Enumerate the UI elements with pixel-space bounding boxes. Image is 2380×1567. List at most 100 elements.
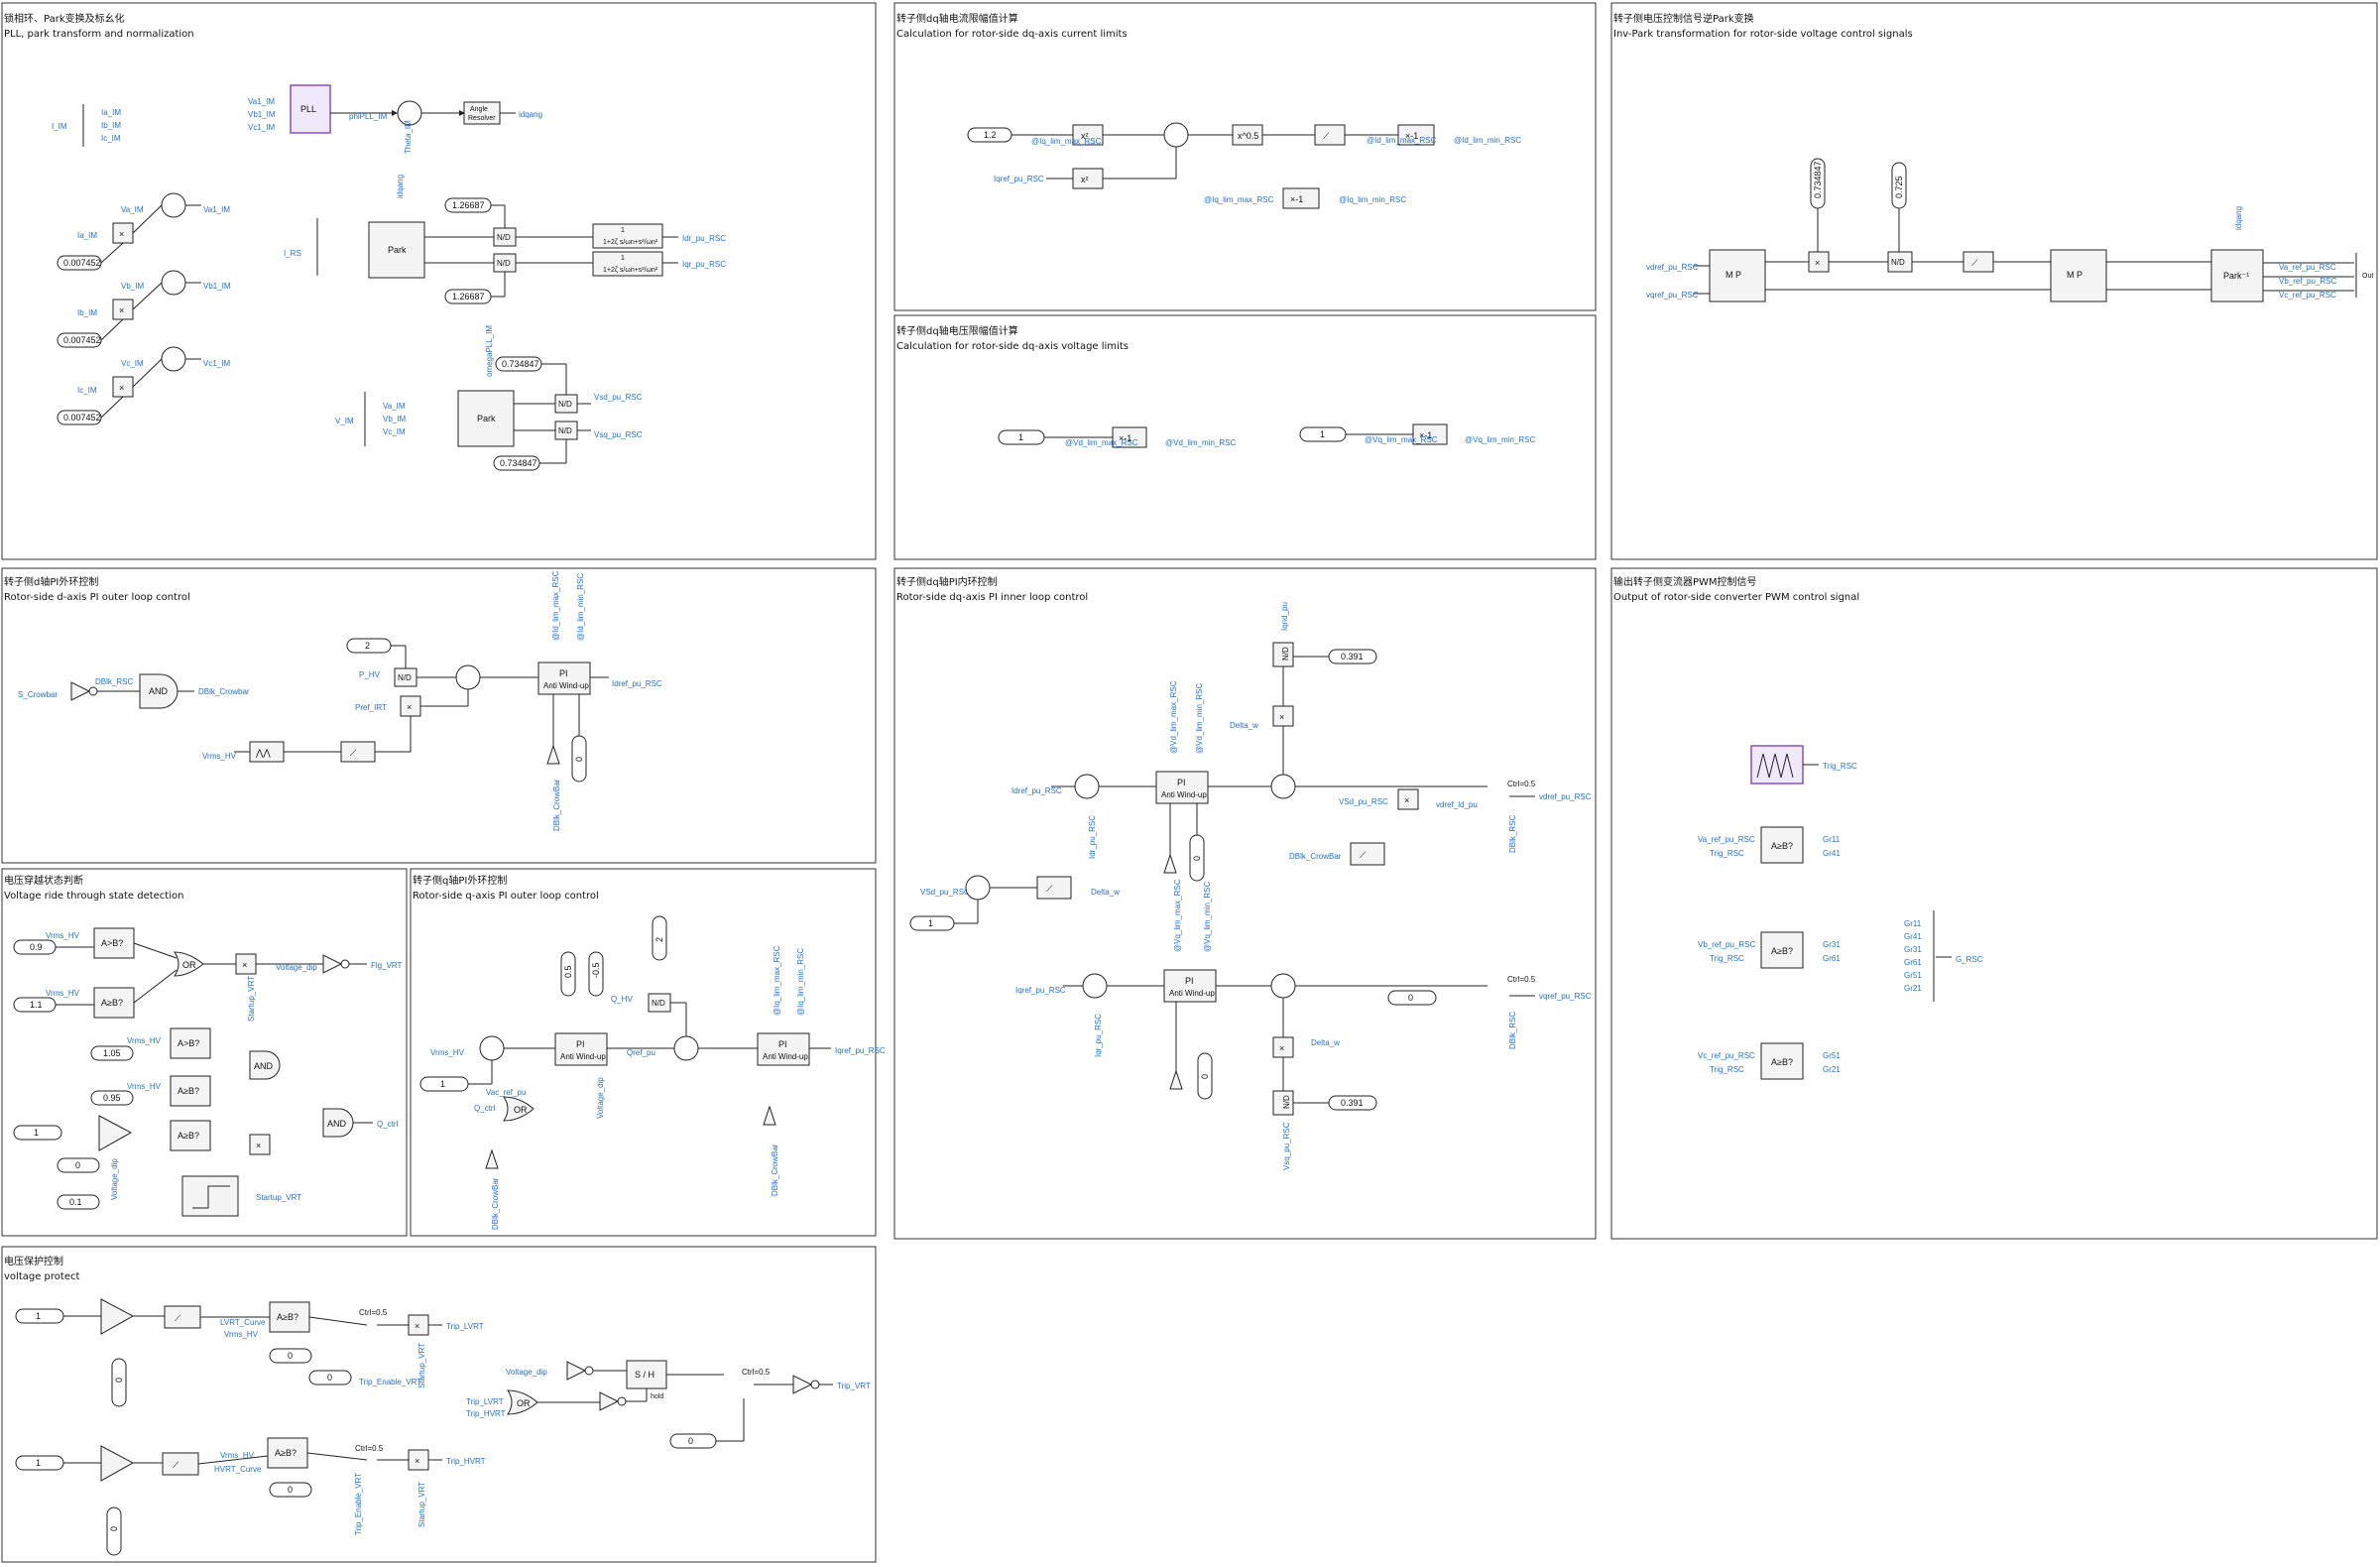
- svg-text:1.2: 1.2: [984, 130, 997, 140]
- panel-8-content: 0.9 1.1 A>B? A≥B? Vrms_HV Vrms_HV OR × S…: [13, 927, 403, 1217]
- svg-text:Pref_IRT: Pref_IRT: [355, 703, 387, 712]
- svg-text:@Iq_lim_min_RSC: @Iq_lim_min_RSC: [796, 948, 805, 1016]
- svg-text:A≥B?: A≥B?: [101, 998, 123, 1008]
- svg-text:Vc_IM: Vc_IM: [121, 359, 144, 368]
- svg-text:Trip_VRT: Trip_VRT: [837, 1382, 871, 1390]
- svg-text:Vb1_IM: Vb1_IM: [203, 282, 231, 291]
- sig-i-im: I_IM: [52, 122, 67, 131]
- svg-text:×: ×: [1279, 712, 1284, 722]
- svg-text:Gr31: Gr31: [1823, 940, 1841, 949]
- pi-q-outer[interactable]: [554, 1032, 608, 1066]
- svg-text:Anti Wind-up: Anti Wind-up: [543, 681, 589, 690]
- svg-text:S / H: S / H: [635, 1370, 654, 1380]
- svg-text:Ia_IM: Ia_IM: [101, 108, 121, 117]
- svg-text:PI: PI: [576, 1039, 585, 1049]
- svg-text:1: 1: [621, 255, 625, 262]
- svg-text:Gr51: Gr51: [1904, 971, 1922, 980]
- title-zh-6: 转子侧dq轴PI内环控制: [896, 575, 998, 588]
- svg-text:Vrms_HV: Vrms_HV: [46, 931, 80, 940]
- svg-text:idqang: idqang: [519, 110, 542, 119]
- svg-text:A≥B?: A≥B?: [178, 1086, 199, 1096]
- svg-text:Startup_VRT: Startup_VRT: [417, 1343, 426, 1388]
- svg-text:0: 0: [1408, 993, 1413, 1003]
- panel-inv-park: [1610, 2, 2378, 560]
- svg-text:Delta_w: Delta_w: [1091, 888, 1120, 897]
- svg-text:×: ×: [119, 383, 124, 393]
- svg-text:Resolver: Resolver: [468, 115, 496, 122]
- pi-q-iq[interactable]: [757, 1032, 810, 1066]
- svg-text:Iqr_pu_RSC: Iqr_pu_RSC: [682, 260, 726, 269]
- comparator-b: [1760, 931, 1804, 969]
- park-current[interactable]: [368, 221, 425, 279]
- svg-text:Trip_LVRT: Trip_LVRT: [446, 1322, 484, 1331]
- and-gate-dblk: [139, 673, 178, 709]
- title-en-7: Output of rotor-side converter PWM contr…: [1613, 592, 1859, 603]
- svg-text:LVRT_Curve: LVRT_Curve: [220, 1318, 266, 1327]
- svg-text:Iqnd_pu: Iqnd_pu: [1280, 602, 1289, 631]
- svg-text:vdref_ld_pu: vdref_ld_pu: [1436, 800, 1478, 809]
- svg-text:0.007452: 0.007452: [63, 335, 101, 345]
- svg-text:OR: OR: [182, 960, 196, 970]
- svg-text:1: 1: [1320, 429, 1325, 439]
- panel-titles: 锁相环、Park变换及标幺化 PLL, park transform and n…: [4, 12, 1913, 1282]
- title-en-3: Inv-Park transformation for rotor-side v…: [1613, 29, 1913, 40]
- svg-text:Gr21: Gr21: [1904, 984, 1922, 993]
- panel-q-axis-outer: [410, 868, 877, 1237]
- svg-text:Idref_pu_RSC: Idref_pu_RSC: [1012, 786, 1062, 795]
- svg-text:Qref_pu: Qref_pu: [627, 1048, 655, 1057]
- svg-text:@Vd_lim_max_RSC: @Vd_lim_max_RSC: [1065, 438, 1138, 447]
- panel-6-content: 0.391 N/D Iqnd_pu × Delta_w Idref_pu_RSC…: [909, 602, 1592, 1170]
- svg-text:N/D: N/D: [1891, 258, 1905, 267]
- svg-text:idqang: idqang: [2234, 206, 2243, 230]
- svg-text:Ctrl=0.5: Ctrl=0.5: [1507, 975, 1536, 984]
- svg-text:⟋: ⟋: [1046, 884, 1053, 894]
- svg-text:Vc1_IM: Vc1_IM: [203, 359, 230, 368]
- svg-text:@Id_lim_max_RSC: @Id_lim_max_RSC: [1367, 136, 1437, 145]
- svg-text:Voltage_dip: Voltage_dip: [506, 1368, 547, 1377]
- title-en-1: PLL, park transform and normalization: [4, 29, 194, 40]
- panel-pll-park: [1, 2, 877, 560]
- svg-text:Idref_pu_RSC: Idref_pu_RSC: [612, 679, 662, 688]
- svg-text:@Vq_lim_max_RSC: @Vq_lim_max_RSC: [1365, 435, 1438, 444]
- svg-text:×: ×: [119, 305, 124, 315]
- carrier-generator[interactable]: [1750, 745, 1804, 784]
- svg-text:Vsd_pu_RSC: Vsd_pu_RSC: [594, 393, 643, 402]
- pi-d-outer[interactable]: [537, 662, 591, 695]
- svg-text:V_IM: V_IM: [335, 417, 354, 425]
- panel-7-content: Trig_RSC A≥B? Va_ref_pu_RSC Trig_RSC Gr1…: [1698, 745, 1983, 1080]
- svg-text:Ic_IM: Ic_IM: [101, 134, 121, 143]
- svg-text:1: 1: [621, 227, 625, 234]
- svg-text:0.734847: 0.734847: [500, 458, 537, 468]
- or-gate-a: [174, 951, 204, 977]
- svg-text:@Vq_lim_min_RSC: @Vq_lim_min_RSC: [1203, 882, 1212, 952]
- svg-text:1.26687: 1.26687: [452, 200, 485, 210]
- svg-text:Vb_IM: Vb_IM: [121, 282, 144, 291]
- park-voltage[interactable]: [457, 390, 515, 447]
- svg-text:0.95: 0.95: [103, 1093, 121, 1103]
- panel-1-content: I_IM Ia_IM Ib_IM Ic_IM PLL Va1_IM Vb1_IM…: [52, 84, 726, 471]
- svg-text:phiPLL_IM: phiPLL_IM: [349, 112, 388, 121]
- svg-text:N/D: N/D: [497, 259, 511, 268]
- svg-text:Vrms_HV: Vrms_HV: [220, 1451, 255, 1460]
- svg-text:Voltage_dip: Voltage_dip: [596, 1077, 605, 1119]
- svg-text:A>B?: A>B?: [101, 938, 123, 948]
- panel-voltage-limits: [893, 314, 1597, 560]
- svg-text:Delta_w: Delta_w: [1311, 1038, 1340, 1047]
- panel-dq-inner: [893, 567, 1597, 1240]
- svg-text:0.391: 0.391: [1341, 1098, 1364, 1108]
- pi-d-inner[interactable]: [1155, 771, 1209, 804]
- panel-voltage-protect: [1, 1246, 877, 1563]
- svg-text:Gr11: Gr11: [1904, 919, 1922, 928]
- inv-park-block[interactable]: [2210, 249, 2264, 302]
- panel-10-content: 1 0 ⟋ A≥B? LVRT_Curve Vrms_HV 0 0 Ctrl=0…: [15, 1298, 871, 1556]
- svg-text:0: 0: [288, 1485, 293, 1495]
- svg-text:Voltage_dip: Voltage_dip: [110, 1158, 119, 1200]
- panel-2-content: 1.2 x² x² Iqref_pu_RSC @Iq_lim_max_RSC x…: [967, 122, 1521, 209]
- pll-block[interactable]: [290, 84, 331, 134]
- svg-text:DBlk_CrowBar: DBlk_CrowBar: [552, 779, 561, 831]
- lag-filter-q: [592, 251, 663, 277]
- svg-text:OR: OR: [514, 1105, 528, 1115]
- svg-text:1.05: 1.05: [103, 1048, 121, 1058]
- svg-text:VSd_pu_RSC: VSd_pu_RSC: [920, 888, 970, 897]
- polar-to-rect: [2050, 249, 2107, 302]
